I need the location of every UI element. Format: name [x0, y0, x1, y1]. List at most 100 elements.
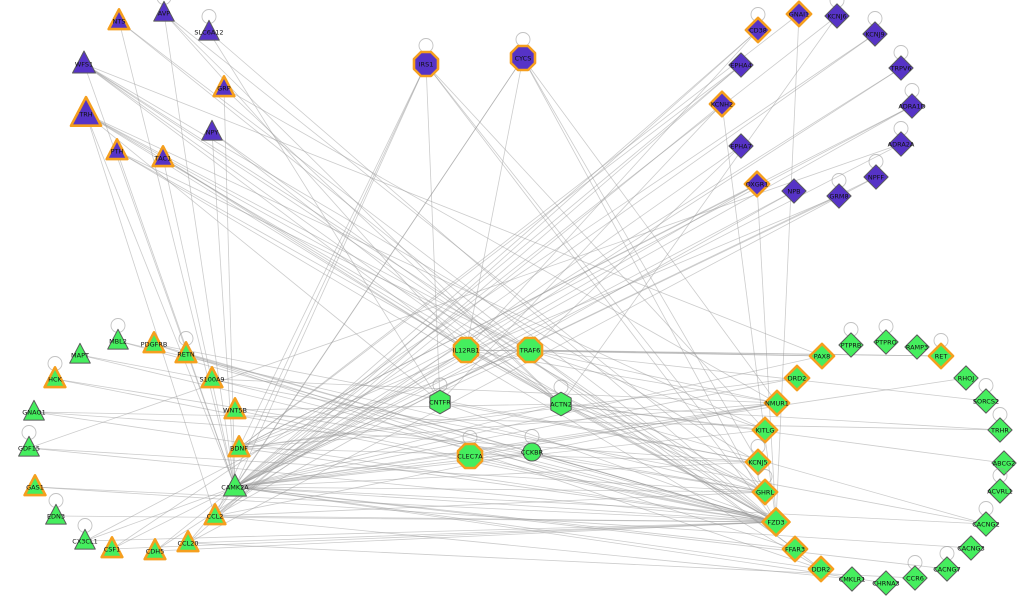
- node-RHOJ[interactable]: RHOJ: [953, 365, 979, 391]
- node-IL12RB1[interactable]: IL12RB1: [453, 336, 480, 364]
- self-loop-edge: [515, 32, 531, 47]
- node-ADRA1D[interactable]: ADRA1D: [898, 83, 926, 119]
- node-MBL2[interactable]: MBL2: [107, 318, 129, 350]
- node-HCK[interactable]: HCK: [43, 356, 67, 389]
- diamond-node-shape: [761, 507, 791, 537]
- node-NPY[interactable]: NPY: [201, 119, 223, 141]
- edge-TRH-KITLG: [85, 113, 766, 431]
- node-ACVRL1[interactable]: ACVRL1: [987, 468, 1013, 504]
- edge-GRP-CAMK2A: [223, 87, 236, 488]
- node-SLC6A12[interactable]: SLC6A12: [194, 9, 224, 41]
- node-WNT5B[interactable]: WNT5B: [223, 396, 247, 420]
- edge-KCNH2-FZD3: [721, 103, 777, 523]
- node-IRS1[interactable]: IRS1: [412, 38, 440, 78]
- edge-HCK-FZD3: [54, 378, 777, 523]
- node-TRHR[interactable]: TRHR: [987, 407, 1013, 443]
- node-CYCS[interactable]: CYCS: [509, 32, 537, 72]
- node-ACTN2[interactable]: ACTN2: [550, 379, 572, 417]
- edge-EPHA4-CAMK2A: [234, 64, 742, 488]
- node-NPFF[interactable]: NPFF: [863, 154, 889, 190]
- edge-OXGR1-FZD3: [756, 183, 777, 523]
- edge-CACNG7-CAMK2A: [234, 486, 948, 570]
- node-KITLG[interactable]: KITLG: [751, 416, 779, 444]
- node-NPB[interactable]: NPB: [781, 178, 807, 204]
- edge-CX3CL1-FZD3: [84, 521, 777, 542]
- diamond-node-shape: [987, 478, 1013, 504]
- edge-NPB-CAMK2A: [234, 190, 795, 488]
- edge-TRAF6-KITLG: [529, 349, 766, 431]
- node-CX3CL1[interactable]: CX3CL1: [72, 518, 98, 550]
- node-MAPT[interactable]: MAPT: [69, 342, 91, 364]
- node-WFS1[interactable]: WFS1: [72, 50, 96, 74]
- edge-KCNJ9-CSF1: [111, 33, 876, 550]
- node-CCKBR[interactable]: CCKBR: [521, 429, 544, 462]
- node-CACNG2[interactable]: CACNG2: [972, 501, 1000, 537]
- node-TAC1[interactable]: TAC1: [151, 145, 175, 168]
- diamond-node-shape: [838, 332, 864, 358]
- node-AVP[interactable]: AVP: [153, 0, 175, 22]
- edge-MAPT-CACNG2: [79, 354, 987, 525]
- edge-CNTFR-KCNJ5: [439, 401, 759, 463]
- node-PDGFRB[interactable]: PDGFRB: [141, 330, 168, 354]
- node-NTS[interactable]: NTS: [107, 8, 131, 31]
- node-ADRA2A[interactable]: ADRA2A: [888, 121, 915, 157]
- node-GDF15[interactable]: GDF15: [18, 425, 40, 457]
- edge-GNAI1-BDNF: [238, 13, 800, 449]
- edge-EPHA4-BDNF: [238, 64, 742, 449]
- triangle-node-shape: [176, 529, 200, 553]
- edge-CLEC7A-NMUR1: [469, 402, 778, 457]
- node-GNAI1[interactable]: GNAI1: [785, 0, 813, 28]
- diamond-node-shape: [973, 388, 999, 414]
- node-GNAO1[interactable]: GNAO1: [22, 399, 46, 421]
- node-PAX8[interactable]: PAX8: [808, 342, 836, 370]
- node-ABCG2[interactable]: ABCG2: [991, 450, 1017, 476]
- node-EDN3[interactable]: EDN3: [45, 493, 67, 525]
- hexagon-node-shape: [550, 391, 572, 417]
- node-OXGR1[interactable]: OXGR1: [743, 170, 771, 198]
- node-TRPV6[interactable]: TRPV6: [888, 45, 914, 81]
- edge-CAMK2A-CACNG2: [234, 486, 987, 525]
- node-CHRNA3[interactable]: CHRNA3: [872, 570, 900, 596]
- node-S100A9[interactable]: S100A9: [199, 365, 225, 389]
- node-DRD2[interactable]: DRD2: [783, 364, 811, 392]
- node-EPHA4[interactable]: EPHA4: [728, 52, 754, 78]
- node-KCNJ9[interactable]: KCNJ9: [862, 11, 888, 47]
- node-CDH5[interactable]: CDH5: [143, 537, 167, 561]
- diamond-node-shape: [958, 535, 984, 561]
- edge-WFS1-IL12RB1: [83, 63, 467, 351]
- node-RET[interactable]: RET: [927, 333, 955, 370]
- diamond-node-shape: [991, 450, 1017, 476]
- node-PTPRO[interactable]: PTPRO: [873, 319, 899, 355]
- triangle-node-shape: [74, 528, 96, 550]
- diamond-node-shape: [953, 365, 979, 391]
- diamond-node-shape: [744, 16, 772, 44]
- node-PTPRB[interactable]: PTPRB: [838, 322, 864, 358]
- diamond-node-shape: [873, 570, 899, 596]
- node-CNTFR[interactable]: CNTFR: [429, 377, 451, 415]
- edge-CHRNA3-CAMK2A: [234, 486, 887, 584]
- edge-CAMK2A-FFAR3: [234, 486, 796, 550]
- edge-PTH-FZD3: [116, 150, 777, 523]
- diamond-node-shape: [708, 90, 736, 118]
- node-DDR2[interactable]: DDR2: [807, 555, 835, 583]
- edge-CYCS-CCL2: [214, 57, 524, 517]
- node-TRH[interactable]: TRH: [69, 95, 103, 127]
- node-SORCS2[interactable]: SORCS2: [973, 378, 999, 414]
- node-CACNG3[interactable]: CACNG3: [957, 535, 985, 561]
- node-CCR6[interactable]: CCR6: [902, 555, 928, 591]
- edge-BDNF-KCNJ5: [238, 447, 759, 463]
- node-CACNG7[interactable]: CACNG7: [933, 546, 961, 582]
- edge-MBL2-FZD3: [117, 340, 777, 523]
- node-FZD3[interactable]: FZD3: [761, 507, 791, 537]
- node-PTH[interactable]: PTH: [105, 138, 129, 161]
- node-TRAF6[interactable]: TRAF6: [516, 336, 544, 364]
- edge-TAC1-IL12RB1: [162, 157, 467, 351]
- node-KCNJ6[interactable]: KCNJ6: [824, 0, 850, 29]
- edge-CYCS-KCNJ5: [522, 57, 759, 463]
- node-CMKLR1[interactable]: CMKLR1: [839, 566, 866, 592]
- edge-WNT5B-ACTN2: [234, 403, 562, 411]
- node-GAS1[interactable]: GAS1: [23, 473, 47, 497]
- node-KCNJ5[interactable]: KCNJ5: [744, 439, 772, 476]
